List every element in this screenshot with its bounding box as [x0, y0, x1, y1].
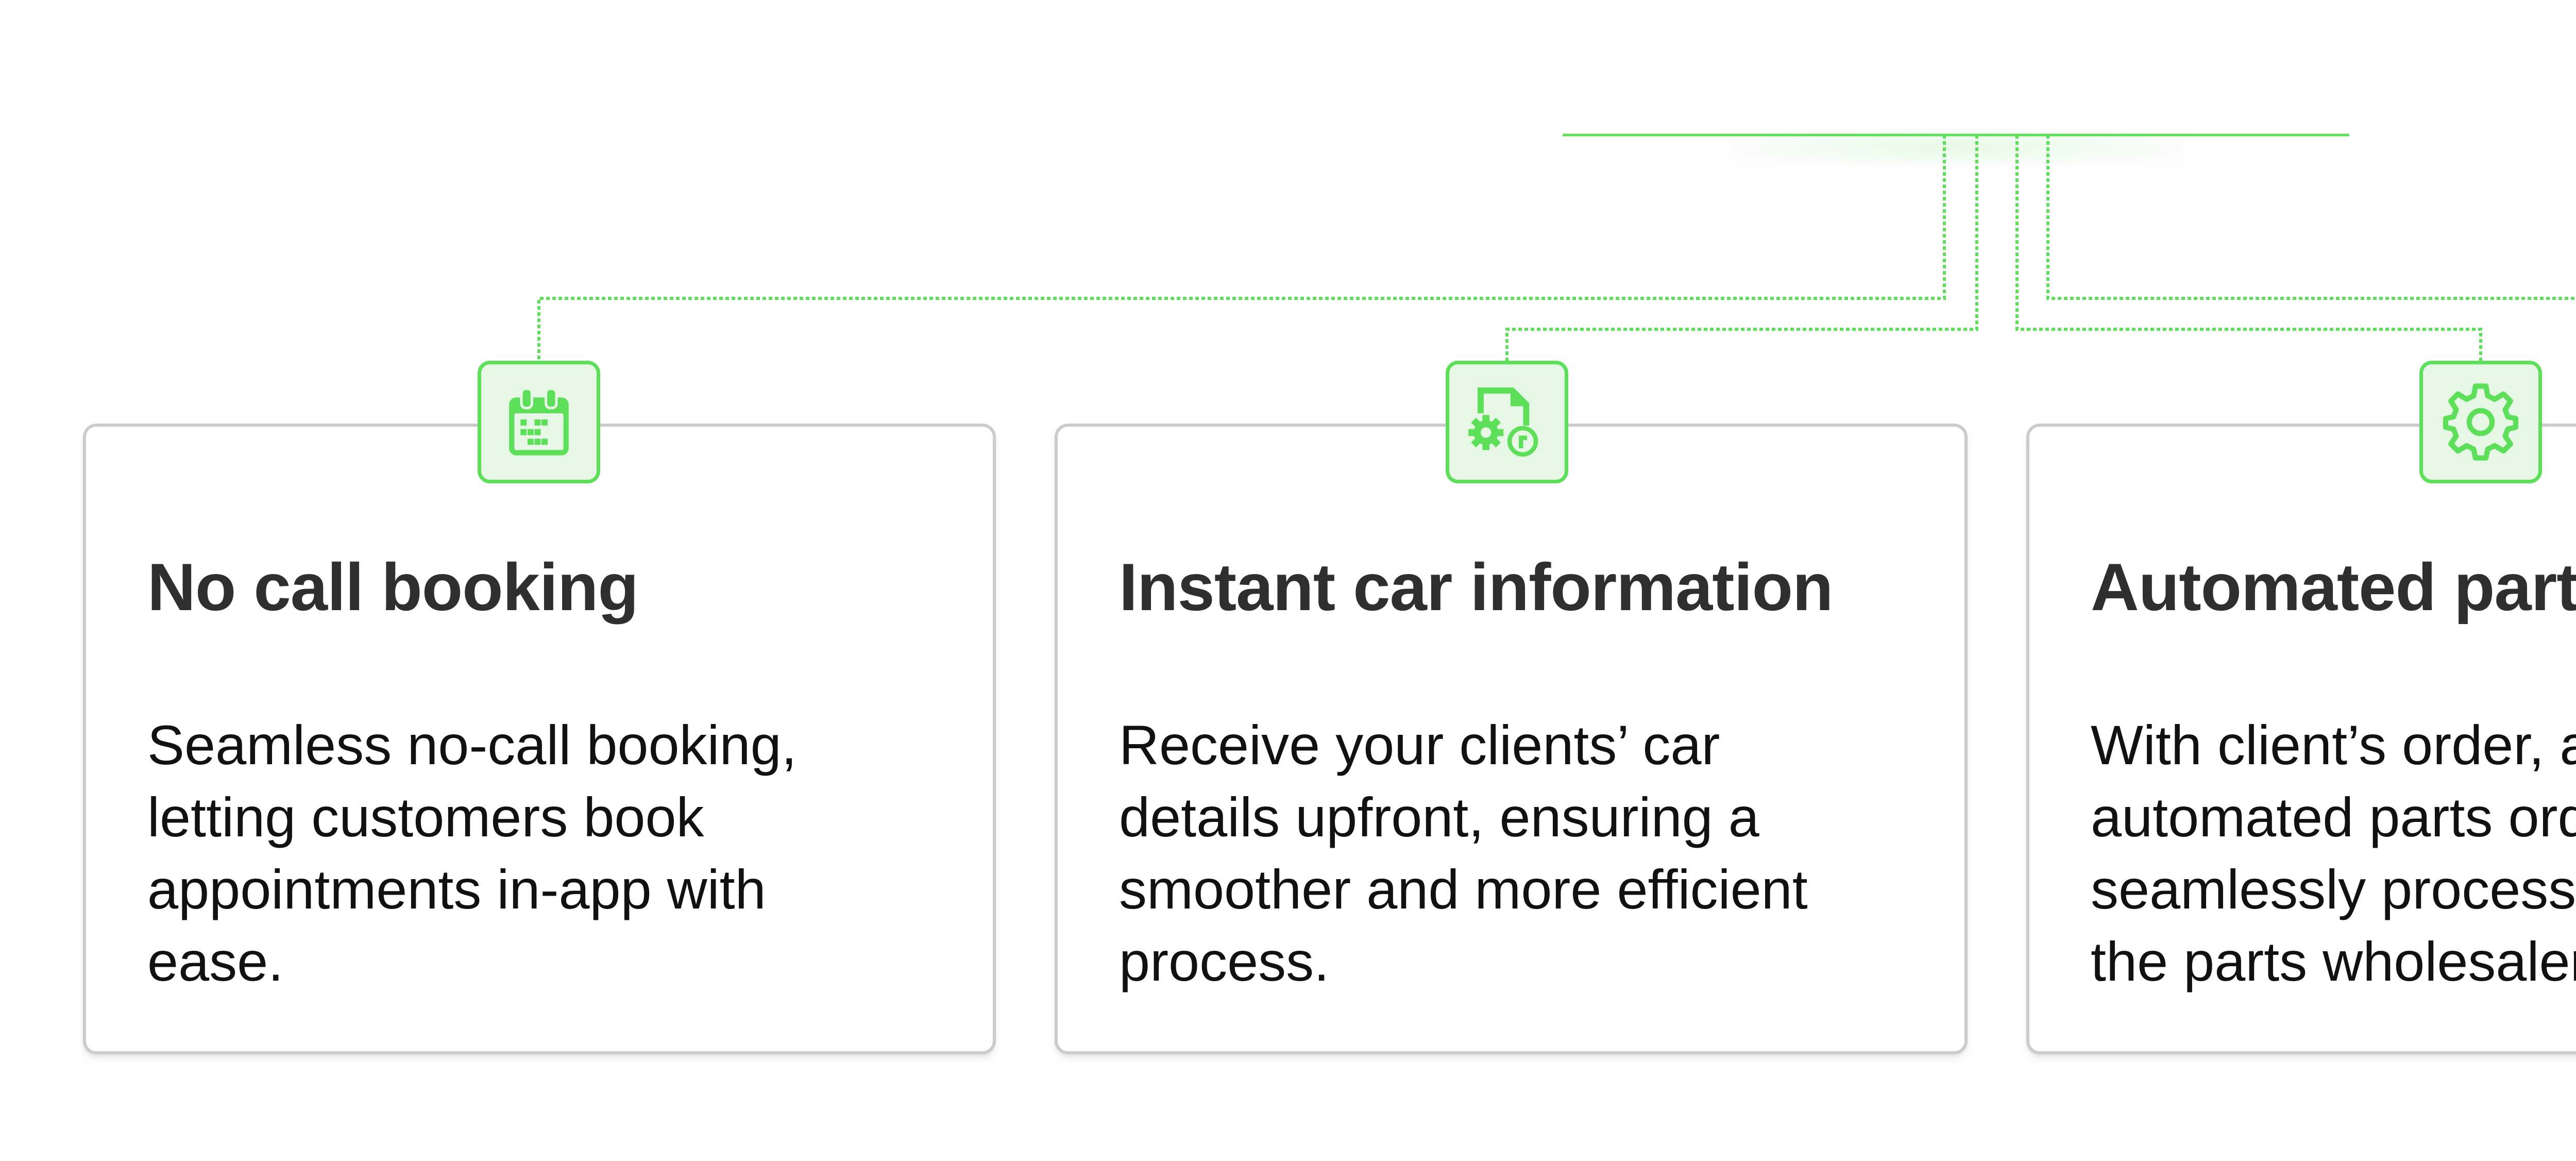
feature-description: With client’s order, an automated parts …	[2091, 714, 2576, 992]
feature-title: Automated parts ordering	[2091, 549, 2576, 625]
connector-to-card-1	[537, 135, 1946, 361]
connector-to-card-4	[2046, 135, 2576, 300]
connector-to-card-3	[2015, 135, 2482, 361]
feature-card-no-call-booking: No call booking Seamless no-call booking…	[83, 424, 996, 1054]
gear-icon	[2419, 361, 2542, 483]
connector-to-card-2	[1505, 135, 1978, 361]
feature-description: Seamless no-call booking, letting custom…	[147, 714, 797, 992]
feature-card-automated-parts-ordering: Automated parts ordering With client’s o…	[2026, 424, 2576, 1054]
hub-glow	[1731, 129, 2184, 165]
feature-title: No call booking	[147, 549, 639, 625]
feature-title: Instant car information	[1119, 549, 1833, 625]
feature-card-instant-car-information: Instant car information Receive your cli…	[1055, 424, 1968, 1054]
calendar-icon	[478, 361, 600, 483]
document-gear-clock-icon	[1446, 361, 1568, 483]
feature-description: Receive your clients’ car details upfron…	[1119, 714, 1808, 992]
